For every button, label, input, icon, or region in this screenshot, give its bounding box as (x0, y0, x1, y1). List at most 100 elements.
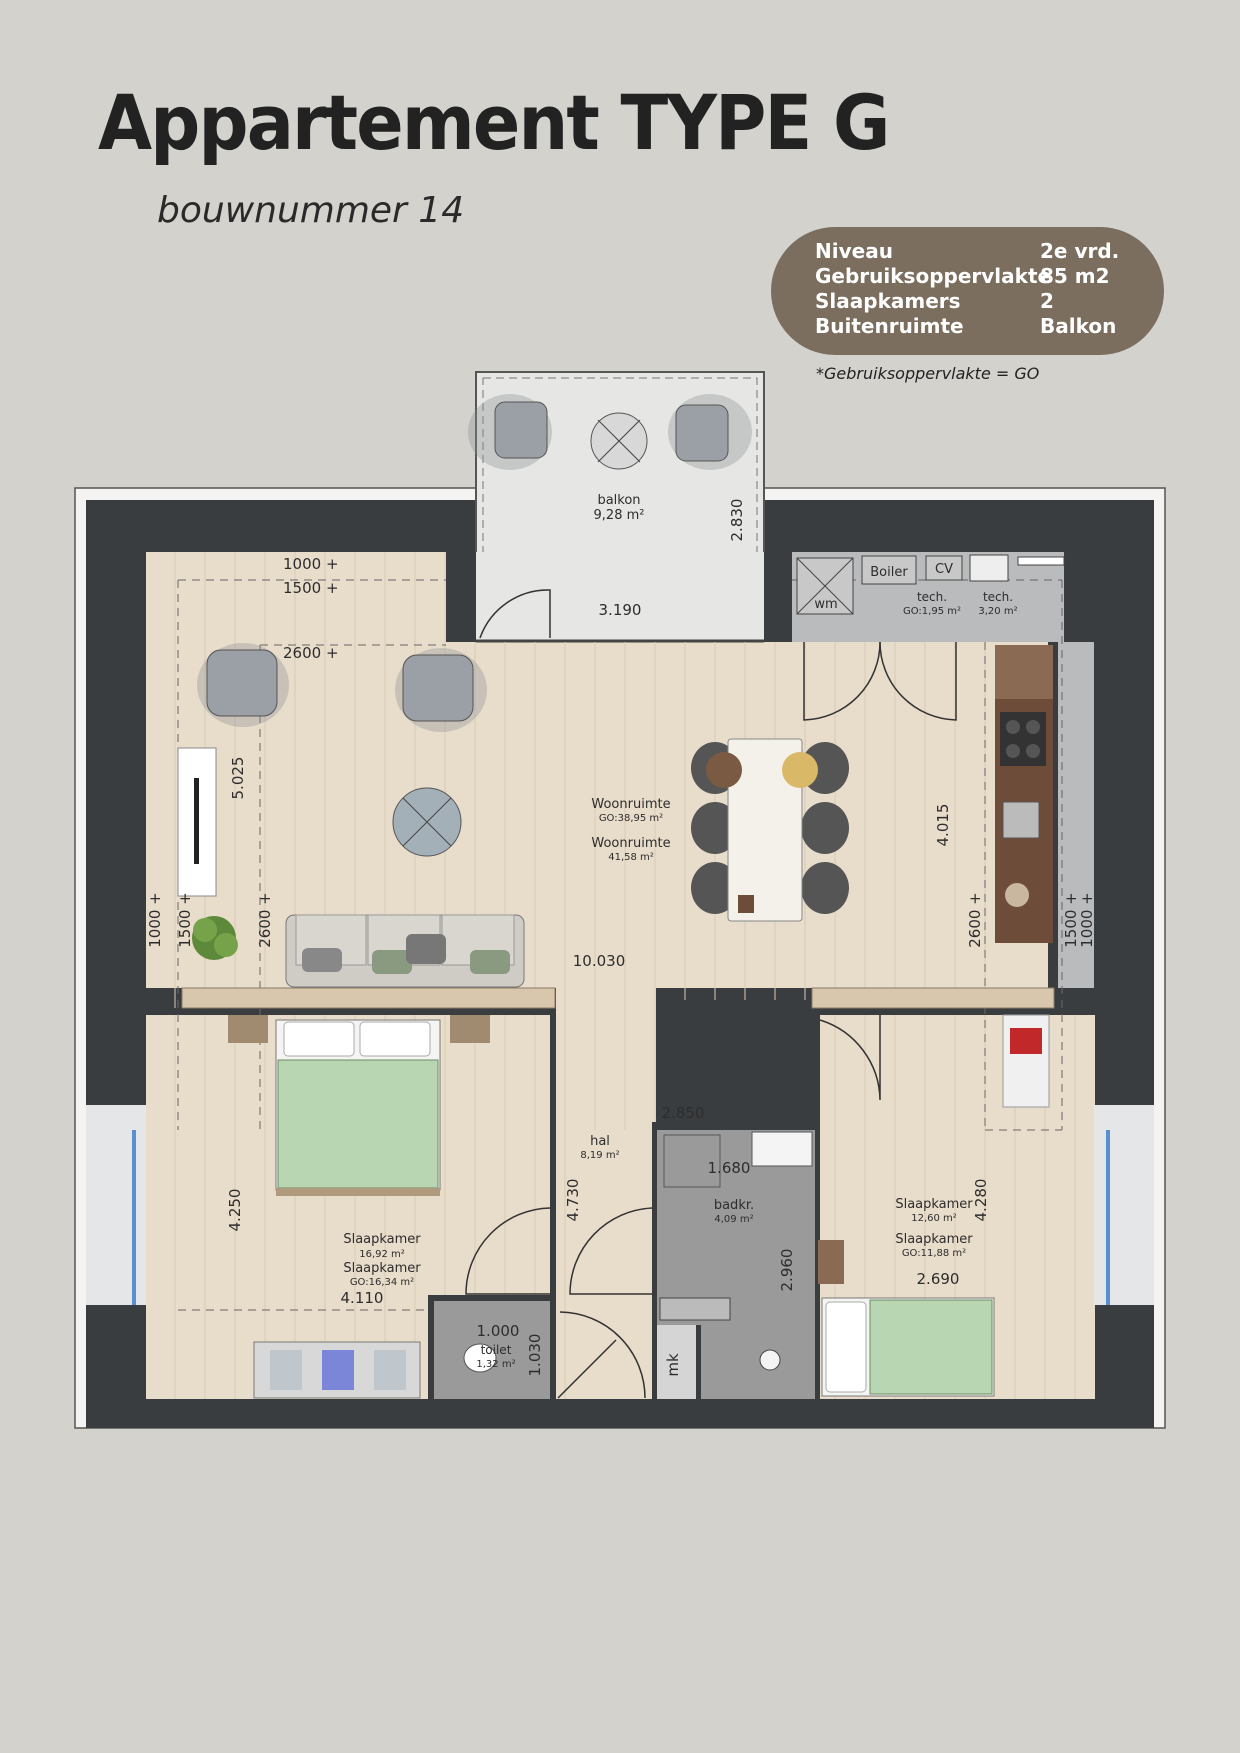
bedroom2-name: Slaapkamer (895, 1197, 973, 1212)
nightstand-right (450, 1015, 490, 1043)
wardrobe-living-right (811, 987, 1055, 1009)
height-1000-left: 1000 + (146, 892, 164, 948)
double-bed (275, 1019, 441, 1196)
bedroom1-name2: Slaapkamer (343, 1261, 421, 1276)
height-zone-lines (177, 579, 1063, 1311)
meter-strip (1017, 556, 1065, 566)
toilet-area: 1,32 m² (476, 1359, 515, 1370)
cv-label: CV (935, 562, 953, 577)
bathroom-area: 4,09 m² (714, 1214, 753, 1225)
bathroom-depth-dim: 2.960 (778, 1249, 796, 1292)
info-label: Slaapkamers (815, 289, 961, 313)
meter-box (969, 554, 1009, 582)
kitchen-top (995, 645, 1053, 699)
bathroom-door-swing (569, 1207, 653, 1295)
hall-dim: 4.730 (564, 1179, 582, 1222)
tv (194, 778, 199, 864)
height-1000-right: 1000 + (1078, 892, 1096, 948)
plant (192, 916, 238, 960)
height-1500-top: 1500 + (283, 579, 339, 597)
burners (1006, 720, 1040, 758)
bedroom2-door-swing (819, 1015, 881, 1101)
bedroom2-width-dim: 2.690 (917, 1270, 960, 1288)
bedroom2-area: 12,60 m² (911, 1213, 957, 1224)
mk-floor (656, 1325, 696, 1399)
footnote: *Gebruiksoppervlakte = GO (816, 364, 1040, 383)
info-row-buitenruimte: Buitenruimte Balkon (815, 314, 1164, 339)
living-kitchen-dim: 4.015 (934, 804, 952, 847)
bedroom1-width-dim: 4.110 (341, 1289, 384, 1307)
window-right (1094, 1105, 1154, 1305)
height-2600-top: 2600 + (283, 644, 339, 662)
tech2-label: tech. (983, 590, 1013, 604)
hall-floor (556, 988, 656, 1399)
bath-cabinet (659, 1297, 731, 1321)
cv-unit: CV (925, 555, 963, 581)
nightstand-left (228, 1015, 268, 1043)
single-bed (821, 1297, 995, 1397)
page-title: Appartement TYPE G (98, 78, 890, 167)
wm-label: wm (814, 597, 837, 612)
height-2600-right: 2600 + (966, 892, 984, 948)
cooktop (1000, 712, 1046, 766)
balcony-lower (476, 552, 764, 642)
info-row-niveau: Niveau 2e vrd. (815, 239, 1164, 264)
info-value: 2e vrd. (1040, 239, 1120, 263)
entrance-door-swing (557, 1311, 646, 1399)
fruit-bowl (1005, 883, 1029, 907)
info-label: Buitenruimte (815, 314, 964, 338)
balcony-door-swing (479, 589, 551, 639)
washing-machine: wm (796, 557, 854, 615)
info-value: 2 (1040, 289, 1054, 313)
shower-area (663, 1134, 721, 1188)
balcony-label: balkon (597, 493, 640, 508)
bathroom-top-dim: 2.850 (662, 1104, 705, 1122)
bedroom2-name2: Slaapkamer (895, 1232, 973, 1247)
info-label: Gebruiksoppervlakte (815, 264, 1052, 288)
bedroom1-depth-dim: 4.250 (226, 1189, 244, 1232)
shower-drain (759, 1349, 781, 1371)
toilet-bowl (463, 1343, 497, 1373)
sofa (285, 914, 525, 988)
tech-strip (1058, 642, 1094, 988)
info-value: Balkon (1040, 314, 1117, 338)
tech2-area: 3,20 m² (978, 606, 1017, 617)
balcony-table (590, 412, 648, 470)
tech-door-swing-left (803, 641, 881, 721)
living-name: Woonruimte (591, 797, 670, 812)
balcony-chair-right (668, 394, 752, 470)
bedroom2-go: GO:11,88 m² (902, 1248, 966, 1259)
info-panel: Niveau 2e vrd. Gebruiksoppervlakte 85 m2… (771, 227, 1164, 355)
bedroom2-depth-dim: 4.280 (972, 1179, 990, 1222)
dining-table (727, 738, 803, 922)
height-1000-top: 1000 + (283, 555, 339, 573)
wardrobe-living-left (181, 987, 556, 1009)
bathroom-name: badkr. (714, 1198, 754, 1213)
dining-people (706, 752, 818, 913)
bedroom1-go: GO:16,34 m² (350, 1277, 414, 1288)
boiler: Boiler (861, 555, 917, 585)
hall-area: 8,19 m² (580, 1150, 619, 1161)
bathroom-width-dim: 1.680 (708, 1159, 751, 1177)
height-1500-right: 1500 + (1062, 892, 1080, 948)
dining-chairs (691, 742, 849, 914)
balcony-depth-dim: 2.830 (728, 499, 746, 542)
washbasin (751, 1131, 813, 1167)
tech1-label: tech. (917, 590, 947, 604)
tech1-go: GO:1,95 m² (903, 606, 961, 617)
living-go: GO:38,95 m² (599, 813, 663, 824)
wardrobe-bedroom1 (253, 1341, 421, 1399)
mk-label: mk (664, 1353, 682, 1377)
toilet-name: toilet (481, 1343, 512, 1357)
living-area: 41,58 m² (608, 852, 654, 863)
sink (1002, 801, 1040, 839)
toilet-width-dim: 1.000 (477, 1322, 520, 1340)
living-length-dim: 10.030 (573, 952, 626, 970)
window-left (86, 1105, 146, 1305)
living-side-dim: 5.025 (229, 757, 247, 800)
info-row-slaapkamers: Slaapkamers 2 (815, 289, 1164, 314)
balcony-chair-left (468, 394, 552, 470)
tech-door-swing-right (879, 641, 957, 721)
bedroom2-desk (818, 1240, 844, 1284)
info-row-gebruiksoppervlakte: Gebruiksoppervlakte 85 m2 (815, 264, 1164, 289)
